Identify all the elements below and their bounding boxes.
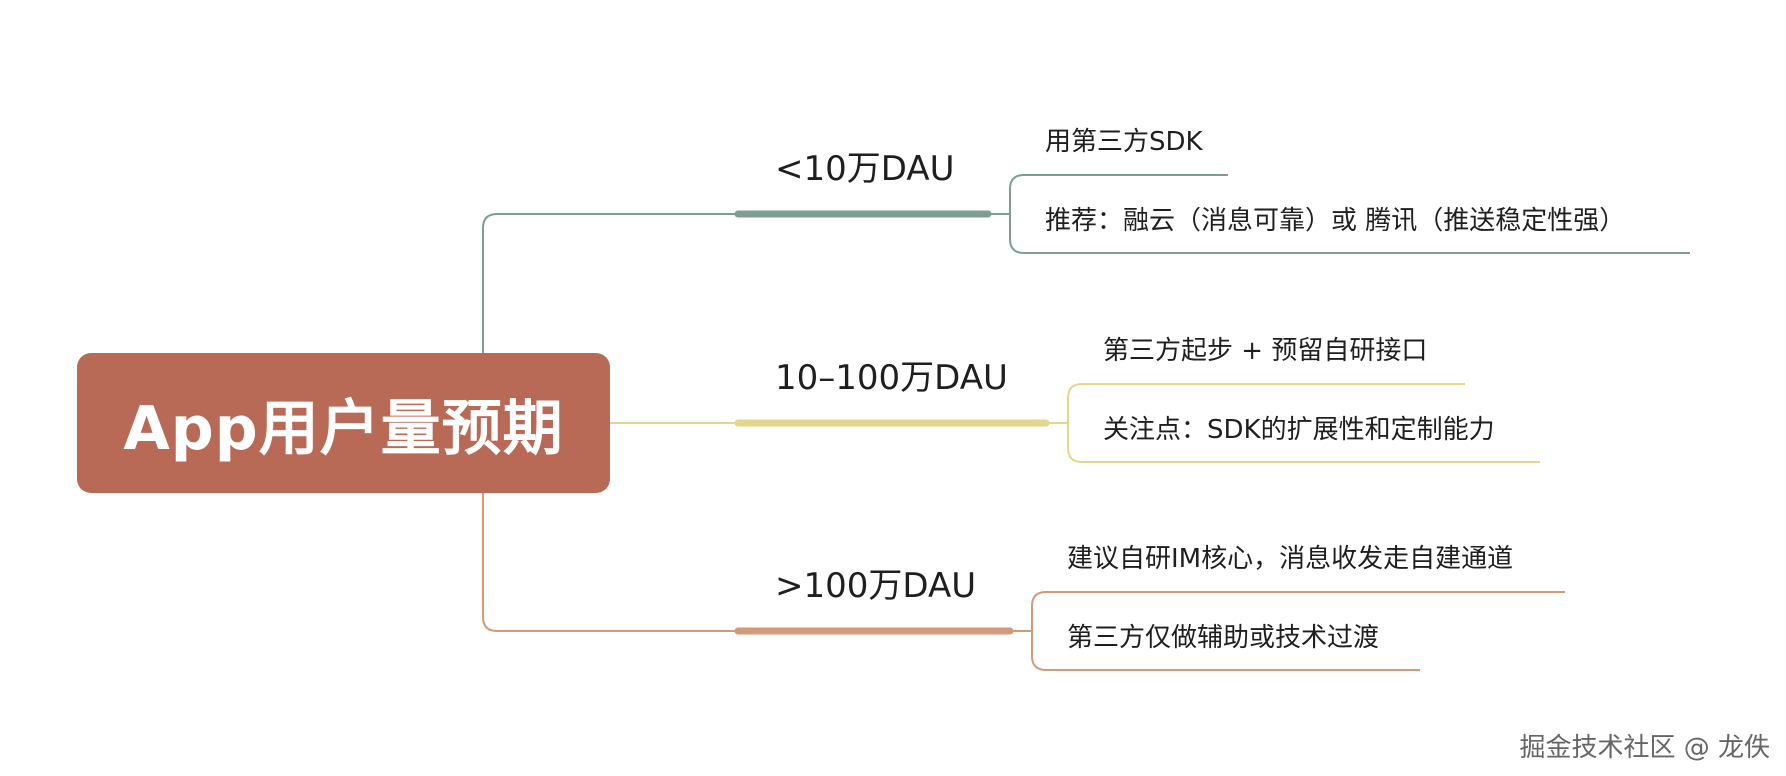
branch-3-leaf-1[interactable]: 建议自研IM核心，消息收发走自建通道 (1067, 544, 1514, 574)
branch-2-leaf-bracket (1067, 383, 1540, 463)
branch-1-label[interactable]: <10万DAU (775, 149, 955, 189)
branch-3-connector (482, 493, 738, 632)
branch-1-leaf-2[interactable]: 推荐：融云（消息可靠）或 腾讯（推送稳定性强） (1045, 206, 1626, 236)
branch-2-leaf-1[interactable]: 第三方起步 + 预留自研接口 (1103, 336, 1428, 366)
branch-1-leaf-1[interactable]: 用第三方SDK (1045, 127, 1203, 157)
branch-1-connector (482, 213, 738, 353)
branch-2-leaf-2[interactable]: 关注点：SDK的扩展性和定制能力 (1103, 415, 1495, 445)
branch-3-leaf-2[interactable]: 第三方仅做辅助或技术过渡 (1067, 623, 1380, 653)
root-label: App用户量预期 (123, 393, 564, 464)
watermark: 掘金技术社区 @ 龙佚 (1519, 733, 1770, 763)
branch-2-label[interactable]: 10–100万DAU (775, 358, 1008, 398)
branch-3-leaf-bracket (1031, 591, 1565, 671)
root-node[interactable]: App用户量预期 (77, 353, 610, 493)
branch-1-leaf-bracket (1009, 174, 1690, 254)
branch-3-label[interactable]: >100万DAU (775, 566, 977, 606)
